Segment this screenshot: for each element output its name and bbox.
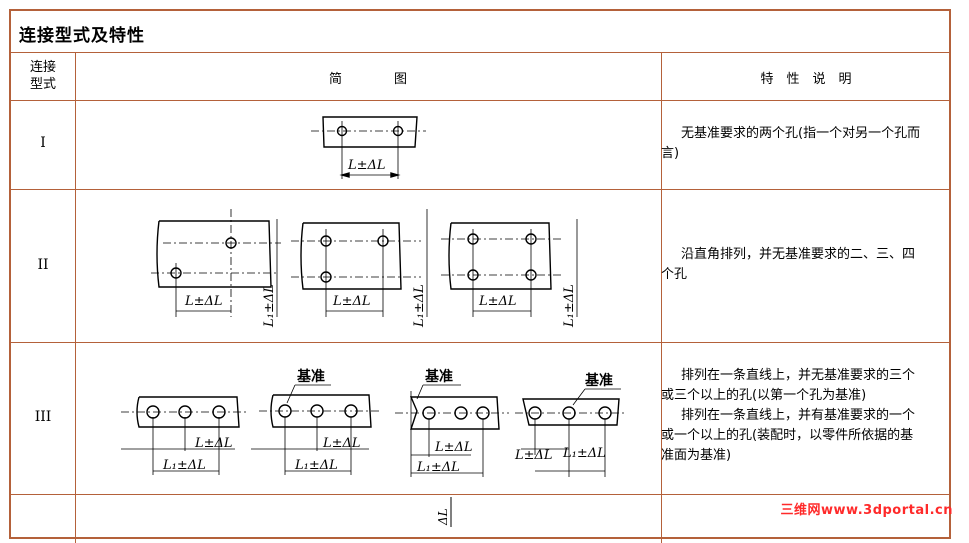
datum-label-c: 基准 [425, 368, 453, 385]
dim-label-L-3b: L±ΔL [322, 436, 361, 451]
row-type-2: II [37, 257, 49, 273]
row-desc-3: 排列在一条直线上，并无基准要求的三个 或三个以上的孔(以第一个孔为基准) 排列在… [661, 366, 949, 466]
dim-label-L1-2a: L₁±ΔL [262, 284, 277, 328]
row-desc-2: 沿直角排列，并无基准要求的二、三、四 个孔 [661, 245, 949, 285]
row-desc-3-line1: 排列在一条直线上，并无基准要求的三个 [681, 368, 916, 383]
table-title: 连接型式及特性 [19, 26, 145, 46]
row-desc-3-line5: 准面为基准) [661, 448, 732, 463]
col-divider-1 [75, 53, 76, 543]
row-desc-1: 无基准要求的两个孔(指一个对另一个孔而 言) [661, 124, 949, 164]
header-type-line1: 连接 [29, 60, 56, 75]
row-divider-3 [11, 494, 949, 495]
diagram-type-1: L±ΔL [311, 116, 426, 179]
dim-label-L1-3a: L₁±ΔL [162, 458, 206, 473]
dim-label-L-3d: L±ΔL [514, 448, 553, 463]
row-desc-1-line2: 言) [661, 146, 680, 161]
dim-label-partial: ΔL [436, 508, 450, 526]
row-desc-2-line2: 个孔 [661, 267, 688, 282]
dim-label-L1-3c: L₁±ΔL [416, 460, 460, 475]
dim-label-L: L±ΔL [347, 158, 386, 173]
datum-label-b: 基准 [297, 368, 325, 385]
dim-label-L-3c: L±ΔL [434, 440, 473, 455]
dim-label-L1-3b: L₁±ΔL [294, 458, 338, 473]
row-desc-3-line4: 或一个以上的孔(装配时，以零件所依据的基 [661, 428, 914, 443]
diagram-type-3: L±ΔL L₁±ΔL L±ΔL L₁±ΔL L±ΔL L₁±ΔL L±ΔL L₁… [121, 368, 627, 477]
col-divider-2 [661, 53, 662, 543]
row-divider-header [11, 100, 949, 101]
diagram-type-4-partial: ΔL [436, 497, 452, 527]
row-desc-1-line1: 无基准要求的两个孔(指一个对另一个孔而 [681, 126, 921, 141]
dim-label-L1-3d: L₁±ΔL [562, 446, 606, 461]
row-divider-2 [11, 342, 949, 343]
header-diagram: 简 图 [328, 72, 407, 87]
dim-label-L1-2c: L₁±ΔL [562, 284, 577, 328]
watermark: 三维网www.3dportal.cn [780, 503, 953, 518]
table-frame: 连接型式及特性 连接 型式 简 图 特 性 说 明 I II III 无基准要求… [9, 9, 951, 543]
dim-label-L-3a: L±ΔL [194, 436, 233, 451]
dim-label-L-2b: L±ΔL [332, 294, 371, 309]
header-type-line2: 型式 [29, 77, 56, 92]
row-type-3: III [34, 409, 52, 425]
row-type-1: I [40, 135, 46, 151]
row-desc-3-line2: 或三个以上的孔(以第一个孔为基准) [661, 388, 867, 403]
row-divider-1 [11, 189, 949, 190]
datum-label-d: 基准 [585, 372, 613, 389]
dim-label-L-2a: L±ΔL [184, 294, 223, 309]
row-desc-2-line1: 沿直角排列，并无基准要求的二、三、四 [681, 247, 916, 262]
diagram-type-2: L±ΔL L±ΔL L±ΔL L₁±ΔL L₁±ΔL L₁±ΔL [151, 209, 578, 328]
table-title-bar: 连接型式及特性 [11, 11, 949, 53]
dim-label-L-2c: L±ΔL [478, 294, 517, 309]
row-desc-3-line3: 排列在一条直线上，并有基准要求的一个 [681, 408, 916, 423]
header-type: 连接 型式 [11, 59, 75, 93]
header-characteristics: 特 性 说 明 [760, 72, 852, 87]
dim-label-L1-2b: L₁±ΔL [412, 284, 427, 328]
